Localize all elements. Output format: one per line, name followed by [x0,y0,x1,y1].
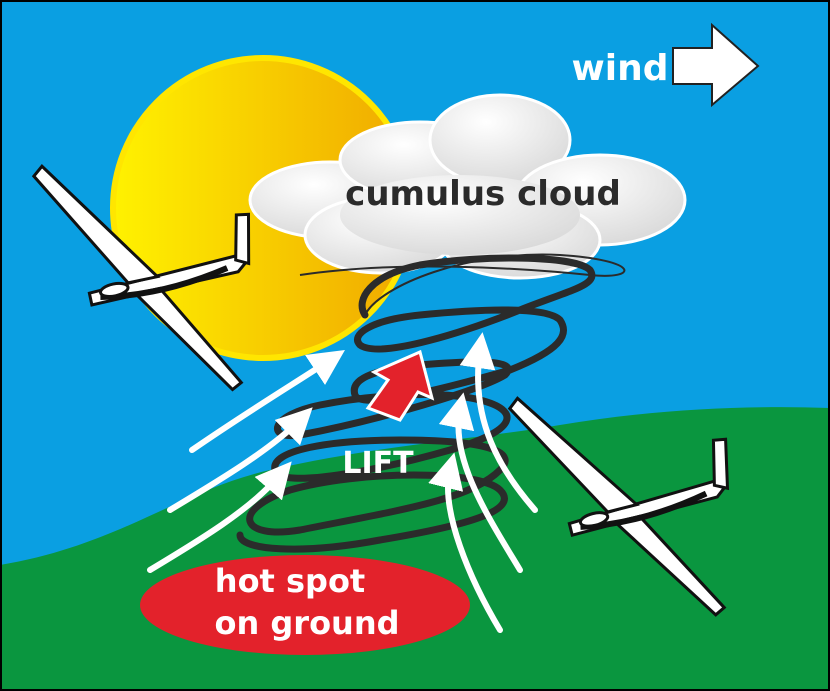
wind-label: wind [572,48,669,89]
airflow-arrows-icon [147,332,538,633]
hot-spot [140,555,470,655]
hotspot-label-line1: hot spot [215,562,365,600]
cumulus-cloud-icon [248,93,687,280]
wind-arrow-icon [672,22,760,108]
spiral-thin-trail [299,253,626,316]
hotspot-label-line2: on ground [214,604,399,642]
lift-label: LIFT [342,446,414,481]
cloud-label: cumulus cloud [345,174,621,214]
lift-arrow-icon [365,349,435,422]
